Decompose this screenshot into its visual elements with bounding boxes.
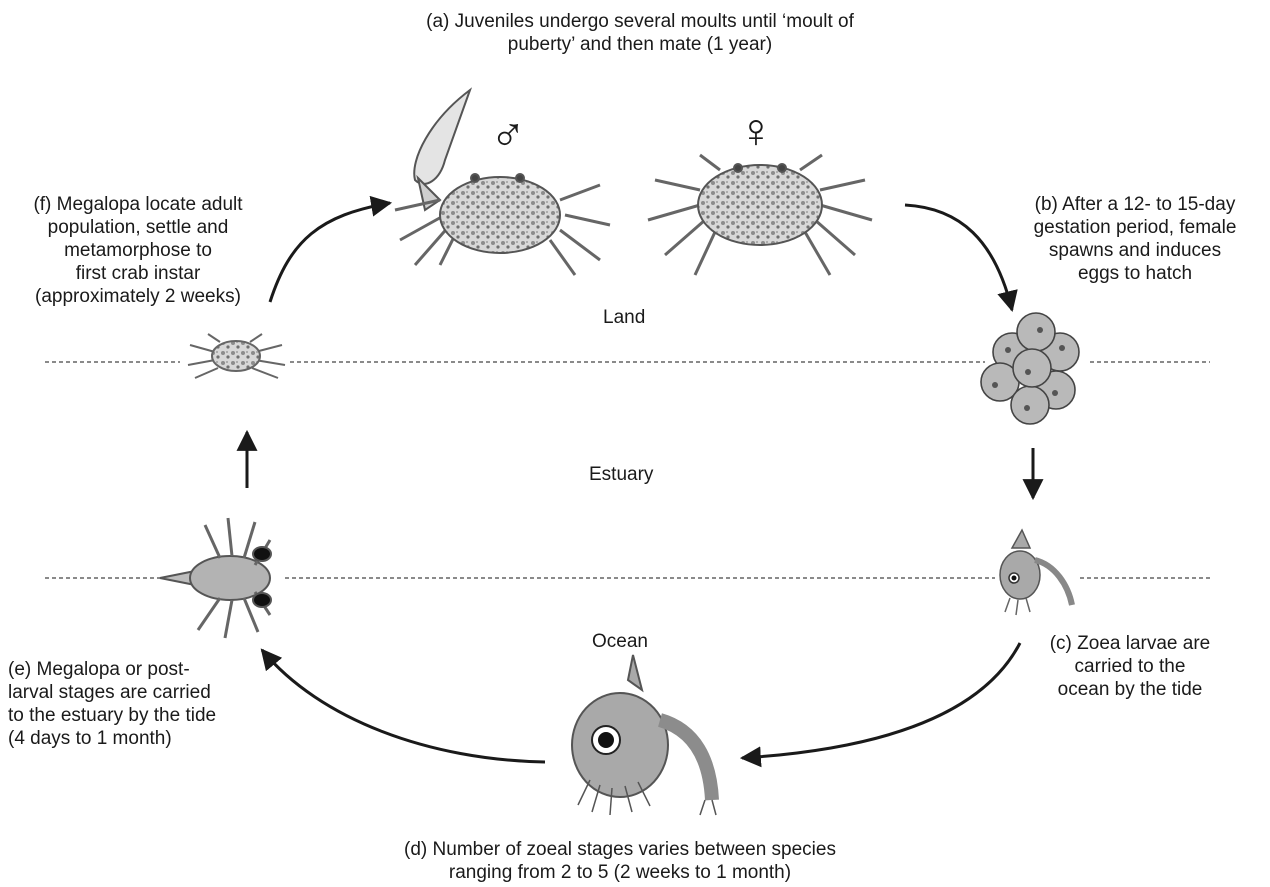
egg-cluster-illustration <box>981 313 1079 424</box>
caption-e-line-4: (4 days to 1 month) <box>8 727 288 750</box>
female-crab-illustration <box>648 155 872 275</box>
zoea-larva-large-illustration <box>572 655 716 815</box>
caption-b-line-3: spawns and induces <box>1010 239 1260 262</box>
arrow-d-to-e <box>262 650 545 762</box>
caption-f-line-4: first crab instar <box>8 262 268 285</box>
zone-label-estuary: Estuary <box>589 464 653 486</box>
caption-e: (e) Megalopa or post- larval stages are … <box>8 658 288 750</box>
caption-e-line-1: (e) Megalopa or post- <box>8 658 288 681</box>
caption-f-line-3: metamorphose to <box>8 239 268 262</box>
caption-d-line-2: ranging from 2 to 5 (2 weeks to 1 month) <box>340 861 900 884</box>
arrow-c-to-d <box>742 643 1020 758</box>
caption-c: (c) Zoea larvae are carried to the ocean… <box>1015 632 1245 701</box>
caption-b-line-4: eggs to hatch <box>1010 262 1260 285</box>
caption-c-line-2: carried to the <box>1015 655 1245 678</box>
female-symbol-icon: ♀ <box>738 108 774 156</box>
male-symbol-icon: ♂ <box>490 112 526 160</box>
caption-c-line-1: (c) Zoea larvae are <box>1015 632 1245 655</box>
caption-e-line-3: to the estuary by the tide <box>8 704 288 727</box>
arrow-a-to-b <box>905 205 1012 310</box>
caption-a-line-2: puberty’ and then mate (1 year) <box>320 33 960 56</box>
zoea-larva-small-illustration <box>1000 530 1072 615</box>
caption-e-line-2: larval stages are carried <box>8 681 288 704</box>
caption-d-line-1: (d) Number of zoeal stages varies betwee… <box>340 838 900 861</box>
caption-f-line-2: population, settle and <box>8 216 268 239</box>
megalopa-illustration <box>160 518 271 638</box>
caption-d: (d) Number of zoeal stages varies betwee… <box>340 838 900 884</box>
caption-c-line-3: ocean by the tide <box>1015 678 1245 701</box>
zone-label-land: Land <box>603 307 645 329</box>
caption-a: (a) Juveniles undergo several moults unt… <box>320 10 960 56</box>
caption-b: (b) After a 12- to 15-day gestation peri… <box>1010 193 1260 285</box>
caption-f: (f) Megalopa locate adult population, se… <box>8 193 268 308</box>
arrow-f-to-a <box>270 203 390 302</box>
caption-a-line-1: (a) Juveniles undergo several moults unt… <box>320 10 960 33</box>
first-crab-instar-illustration <box>188 334 285 378</box>
zone-label-ocean: Ocean <box>592 631 648 653</box>
caption-b-line-2: gestation period, female <box>1010 216 1260 239</box>
caption-f-line-5: (approximately 2 weeks) <box>8 285 268 308</box>
caption-f-line-1: (f) Megalopa locate adult <box>8 193 268 216</box>
caption-b-line-1: (b) After a 12- to 15-day <box>1010 193 1260 216</box>
